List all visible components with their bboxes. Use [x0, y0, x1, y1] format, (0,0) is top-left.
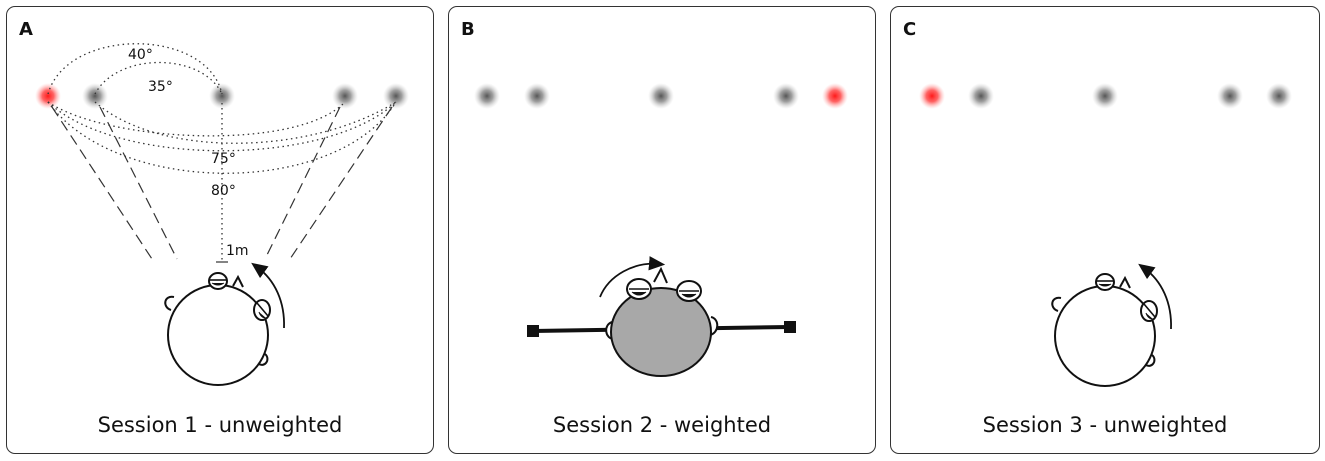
target-gray [474, 83, 500, 109]
target-gray [648, 83, 674, 109]
target-gray [1217, 83, 1243, 109]
target-red [822, 83, 848, 109]
panel-letter: A [19, 19, 33, 40]
target-gray [209, 83, 235, 109]
target-red [919, 83, 945, 109]
head-unweighted [1051, 273, 1158, 387]
target-gray [1266, 83, 1292, 109]
rotation-arrow-icon [599, 256, 666, 298]
session-2-diagram [474, 83, 848, 377]
angle-label-35: 35° [148, 79, 173, 95]
angle-label-80: 80° [211, 183, 236, 199]
panel-session-1: A [6, 6, 434, 454]
target-gray [968, 83, 994, 109]
panel-letter: B [461, 19, 475, 40]
sight-lines [51, 106, 393, 260]
session-1-diagram: 40° 35° 75° 80° 1m [35, 43, 409, 386]
panel-letter: C [903, 19, 917, 40]
panel-caption: Session 3 - unweighted [982, 413, 1228, 437]
panel-caption: Session 2 - weighted [552, 413, 772, 437]
panel-session-3: C [890, 6, 1320, 454]
target-gray [82, 83, 108, 109]
target-gray [524, 83, 550, 109]
target-gray [1092, 83, 1118, 109]
angle-label-75: 75° [211, 151, 236, 167]
session-3-diagram [919, 83, 1292, 387]
panel-caption: Session 1 - unweighted [97, 413, 343, 437]
target-gray [332, 83, 358, 109]
distance-label: 1m [226, 243, 249, 259]
target-gray [773, 83, 799, 109]
rotation-arrow-icon [251, 262, 285, 329]
target-gray [383, 83, 409, 109]
target-red [35, 83, 61, 109]
panel-session-2: B [448, 6, 876, 454]
head-unweighted [164, 272, 271, 386]
rotation-arrow-icon [1138, 263, 1172, 330]
head-weighted [605, 266, 719, 377]
angle-arcs [47, 43, 397, 262]
angle-label-40: 40° [128, 47, 153, 63]
